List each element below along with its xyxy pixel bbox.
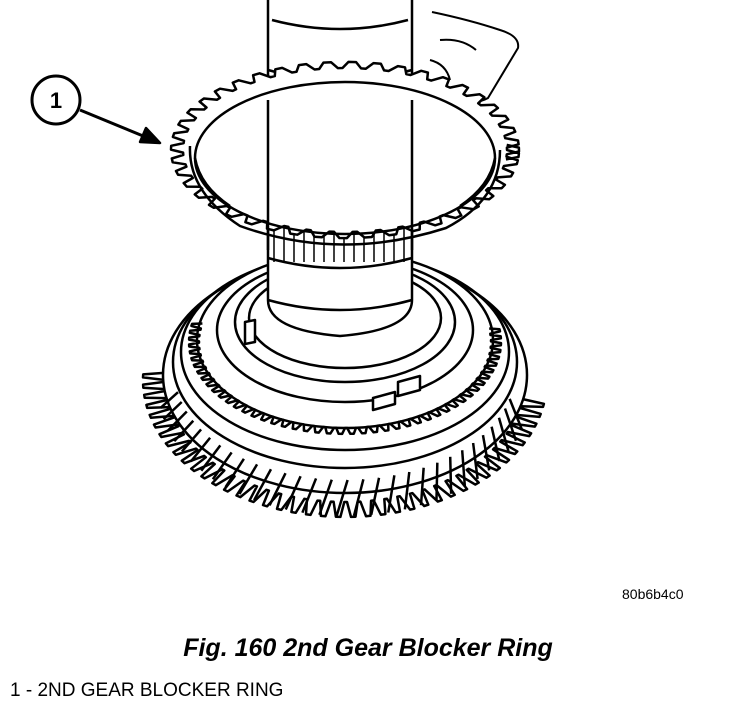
gear-tooth-slant (419, 467, 425, 506)
gear-tooth-slant (387, 475, 396, 513)
blocker-ring (169, 60, 521, 250)
gear-tooth-slant (481, 434, 491, 471)
gear-tooth-slant (200, 444, 222, 472)
gear-tooth-slant (252, 468, 273, 501)
gear-tooth-slant (403, 471, 411, 510)
gear-tooth-slant (173, 419, 195, 443)
figure-caption: Fig. 160 2nd Gear Blocker Ring (183, 634, 553, 662)
gear-tooth-slant (180, 428, 203, 453)
gear-tooth-slant (162, 401, 183, 421)
gear-tooth-slant (318, 479, 333, 516)
gear-tooth-slant (159, 391, 179, 409)
gear-tooth-slant (471, 442, 479, 480)
gear-tooth-slant (268, 472, 287, 506)
image-id: 80b6b4c0 (622, 586, 684, 602)
gear-tooth-slant (189, 436, 212, 463)
gear-tooth-slant (490, 426, 501, 462)
gear-tooth-slant (301, 477, 318, 514)
blocker-ring-illustration: 1 (30, 0, 546, 519)
gear-tooth-slant (503, 408, 518, 442)
gear-tooth-slant (370, 477, 381, 516)
gear-tooth-slant (497, 417, 510, 452)
legend-item: 1 - 2ND GEAR BLOCKER RING (10, 680, 284, 701)
gear-tooth-slant (335, 479, 349, 517)
gear-tooth-slant (284, 475, 302, 511)
helical-gear (141, 250, 546, 519)
callout-1 (30, 74, 162, 145)
gear-tooth-slant (238, 463, 259, 495)
gear-tooth-slant (211, 451, 233, 480)
gear-tooth-slant (352, 479, 365, 517)
gear-tooth-slant (508, 398, 524, 431)
gear-tooth-slant (435, 462, 439, 500)
gear-tooth-slant (448, 456, 453, 494)
gear-tooth-slant (224, 458, 245, 488)
gear-tooth-slant (167, 410, 188, 432)
callout-number: 1 (50, 88, 62, 113)
gear-tooth-slant (460, 450, 467, 487)
